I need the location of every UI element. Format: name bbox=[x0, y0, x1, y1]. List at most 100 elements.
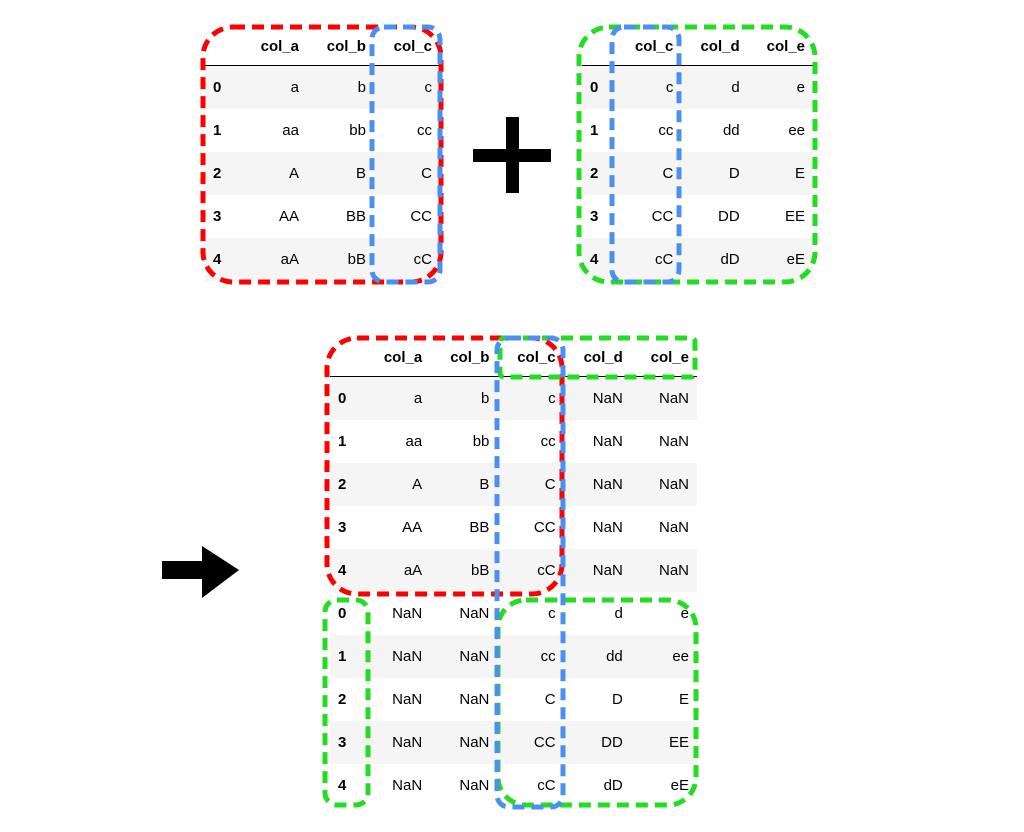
cell: NaN bbox=[459, 777, 490, 794]
row-index: 3 bbox=[338, 519, 347, 536]
row-index: 0 bbox=[205, 65, 241, 109]
index-header bbox=[330, 338, 364, 377]
cell: a bbox=[241, 65, 307, 109]
cell: cC bbox=[373, 238, 440, 281]
cell: DD bbox=[563, 721, 631, 764]
cell: aA bbox=[364, 549, 431, 592]
row-index: 4 bbox=[205, 238, 241, 281]
cell: bb bbox=[472, 433, 490, 450]
cell: BB bbox=[469, 519, 490, 536]
header-col-c: col_c bbox=[497, 338, 564, 377]
cell: dD bbox=[603, 777, 623, 794]
cell: CC bbox=[533, 519, 556, 536]
cell: NaN bbox=[630, 463, 697, 506]
cell: NaN bbox=[364, 635, 431, 678]
cell: B bbox=[306, 152, 374, 195]
row-index: 4 bbox=[338, 777, 347, 794]
cell: NaN bbox=[459, 691, 490, 708]
row-index: 0 bbox=[330, 376, 364, 420]
header-row: col_a col_b col_c col_d col_e bbox=[330, 338, 697, 377]
cell: bb bbox=[349, 122, 366, 139]
cell: cc bbox=[658, 122, 674, 139]
right-arrow-icon bbox=[162, 546, 239, 598]
cell: C bbox=[497, 463, 564, 506]
cell: A bbox=[241, 152, 307, 195]
header-col-d: col_d bbox=[681, 27, 748, 66]
cell: NaN bbox=[592, 519, 623, 536]
cell: cC bbox=[537, 777, 556, 794]
cell: DD bbox=[717, 208, 740, 225]
cell: cc bbox=[497, 635, 564, 678]
cell: dD bbox=[681, 238, 748, 281]
header-col-e: col_e bbox=[630, 338, 697, 377]
cell: D bbox=[681, 152, 748, 195]
header-col-a: col_a bbox=[241, 27, 307, 66]
cell: aa bbox=[405, 433, 423, 450]
row-index: 2 bbox=[330, 463, 364, 506]
cell: bB bbox=[430, 549, 498, 592]
row-index: 2 bbox=[205, 152, 241, 195]
cell: NaN bbox=[630, 376, 697, 420]
cell: c bbox=[497, 376, 564, 420]
row-index: 1 bbox=[338, 433, 347, 450]
cell: AA bbox=[278, 208, 299, 225]
cell: c bbox=[548, 605, 556, 622]
cell: NaN bbox=[658, 519, 689, 536]
cell: dd bbox=[722, 122, 740, 139]
cell: CC bbox=[410, 208, 432, 225]
header-col-b: col_b bbox=[430, 338, 498, 377]
row-index: 1 bbox=[590, 122, 599, 139]
cell: B bbox=[430, 463, 498, 506]
cell: a bbox=[364, 376, 431, 420]
cell: NaN bbox=[630, 549, 697, 592]
cell: aa bbox=[282, 122, 299, 139]
cell: c bbox=[373, 65, 440, 109]
cell: NaN bbox=[563, 376, 631, 420]
header-col-c: col_c bbox=[616, 27, 682, 66]
row-index: 0 bbox=[338, 605, 347, 622]
cell: cc bbox=[540, 433, 556, 450]
cell: cc bbox=[417, 122, 432, 139]
cell: dd bbox=[563, 635, 631, 678]
row-index: 1 bbox=[330, 635, 364, 678]
cell: CC bbox=[651, 208, 674, 225]
row-index: 3 bbox=[213, 208, 222, 225]
cell: cC bbox=[616, 238, 682, 281]
header-col-c: col_c bbox=[373, 27, 440, 66]
cell: A bbox=[364, 463, 431, 506]
row-index: 3 bbox=[330, 721, 364, 764]
cell: C bbox=[544, 691, 556, 708]
cell: d bbox=[681, 65, 748, 109]
cell: C bbox=[373, 152, 440, 195]
cell: E bbox=[678, 691, 689, 708]
row-index: 1 bbox=[213, 122, 222, 139]
header-col-b: col_b bbox=[306, 27, 374, 66]
cell: NaN bbox=[658, 433, 689, 450]
header-row: col_c col_d col_e bbox=[582, 27, 813, 66]
cell: C bbox=[616, 152, 682, 195]
plus-icon bbox=[473, 117, 551, 193]
cell: NaN bbox=[392, 691, 423, 708]
cell: b bbox=[430, 376, 498, 420]
row-index: 3 bbox=[590, 208, 599, 225]
index-header bbox=[582, 27, 616, 66]
